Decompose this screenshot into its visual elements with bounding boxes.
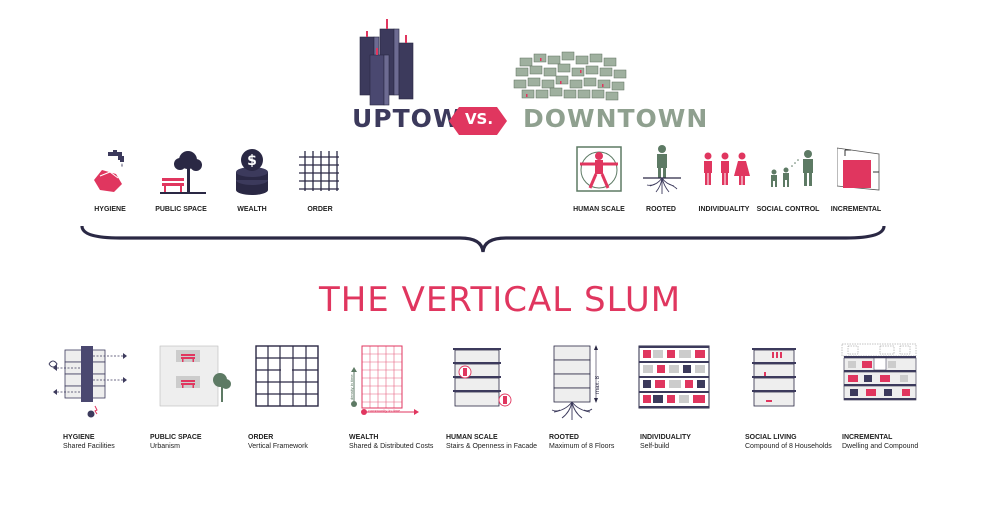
- main-title: THE VERTICAL SLUM: [318, 280, 682, 320]
- slum-title-public-space: PUBLIC SPACE: [150, 434, 202, 441]
- downtown-slum-illustration: [513, 51, 627, 101]
- public-space-urbanism-diagram: [159, 345, 231, 407]
- grid-icon: [299, 151, 339, 191]
- human-scale-stairs-diagram: [453, 348, 512, 407]
- slum-title-rooted: ROOTED: [549, 434, 579, 441]
- vitruvian-icon: [576, 146, 622, 192]
- social-living-compound-diagram: [752, 348, 796, 407]
- social-control-icon: [771, 150, 813, 187]
- slum-title-hygiene: HYGIENE: [63, 434, 95, 441]
- slum-label-rooted: ROOTED Maximum of 8 Floors: [549, 433, 614, 451]
- wealth-horizontal-annotation: community in time: [368, 408, 401, 413]
- slum-title-wealth: WEALTH: [349, 434, 379, 441]
- uptown-label-wealth: WEALTH: [237, 206, 267, 213]
- incremental-dwelling-diagram: [841, 343, 917, 401]
- slum-title-order: ORDER: [248, 434, 274, 441]
- downtown-label-rooted: ROOTED: [646, 206, 676, 213]
- slum-title-human-scale: HUMAN SCALE: [446, 434, 498, 441]
- incremental-icon: [837, 147, 880, 191]
- slum-subtitle-social-living: Compound of 8 Households: [745, 443, 832, 450]
- coins-icon: $: [236, 149, 268, 195]
- slum-title-individuality: INDIVIDUALITY: [640, 434, 691, 441]
- slum-subtitle-hygiene: Shared Facilities: [63, 443, 115, 450]
- slum-label-wealth: WEALTH Shared & Distributed Costs: [349, 433, 433, 451]
- skyscrapers-illustration: [359, 19, 414, 106]
- park-bench-icon: [160, 151, 206, 194]
- slum-label-order: ORDER Vertical Framework: [248, 433, 308, 451]
- wealth-distributed-costs-diagram: [351, 345, 419, 415]
- hygiene-icon: [94, 150, 124, 192]
- wealth-vertical-annotation: density in time: [349, 374, 354, 400]
- downtown-label-individuality: INDIVIDUALITY: [698, 206, 750, 213]
- order-vertical-framework-diagram: [255, 345, 319, 407]
- slum-label-hygiene: HYGIENE Shared Facilities: [63, 433, 115, 451]
- hygiene-shared-facilities-diagram: [48, 346, 127, 418]
- downtown-title: DOWNTOWN: [523, 104, 709, 133]
- slum-label-human-scale: HUMAN SCALE Stairs & Openness in Facade: [446, 433, 537, 451]
- slum-label-social-living: SOCIAL LIVING Compound of 8 Households: [745, 433, 832, 451]
- svg-text:$: $: [247, 153, 257, 169]
- rooted-height-annotation: max. 8: [595, 376, 601, 395]
- individuality-self-build-diagram: [638, 345, 710, 409]
- slum-label-public-space: PUBLIC SPACE Urbanism: [150, 433, 202, 451]
- slum-subtitle-incremental: Dwelling and Compound: [842, 443, 919, 450]
- slum-label-individuality: INDIVIDUALITY Self-build: [640, 433, 691, 451]
- downtown-label-incremental: INCREMENTAL: [830, 206, 882, 213]
- slum-subtitle-rooted: Maximum of 8 Floors: [549, 443, 615, 450]
- vs-label: VS.: [464, 110, 494, 128]
- people-icon: [704, 152, 750, 185]
- slum-subtitle-order: Vertical Framework: [248, 443, 308, 450]
- vs-badge: [449, 107, 507, 135]
- slum-title-social-living: SOCIAL LIVING: [745, 434, 797, 441]
- rooted-max-floors-diagram: [551, 345, 598, 420]
- slum-title-incremental: INCREMENTAL: [842, 434, 893, 441]
- rooted-person-icon: [643, 145, 681, 194]
- slum-subtitle-wealth: Shared & Distributed Costs: [349, 443, 434, 450]
- uptown-label-order: ORDER: [307, 206, 333, 213]
- uptown-label-public-space: PUBLIC SPACE: [155, 206, 207, 213]
- slum-subtitle-individuality: Self-build: [640, 443, 670, 450]
- uptown-label-hygiene: HYGIENE: [94, 206, 126, 213]
- downtown-label-human-scale: HUMAN SCALE: [573, 206, 625, 213]
- downtown-label-social-control: SOCIAL CONTROL: [756, 206, 820, 213]
- slum-subtitle-public-space: Urbanism: [150, 443, 180, 450]
- curly-brace: [80, 225, 886, 253]
- slum-label-incremental: INCREMENTAL Dwelling and Compound: [842, 433, 918, 451]
- slum-subtitle-human-scale: Stairs & Openness in Facade: [446, 443, 538, 450]
